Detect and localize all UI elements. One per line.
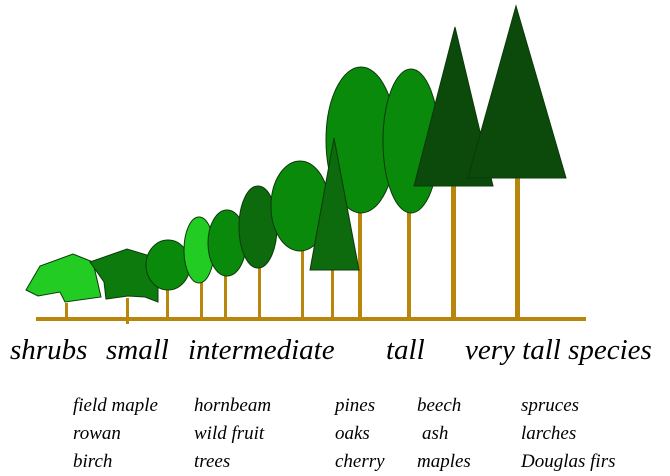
tree-4-trunk: [200, 280, 203, 318]
species-maples: maples: [417, 452, 471, 471]
tree-3-trunk: [166, 288, 169, 318]
species-larches: larches: [521, 424, 576, 443]
tree-7-trunk: [301, 248, 304, 318]
shrub-2-stem: [126, 298, 129, 324]
species-douglas-firs: Douglas firs: [521, 452, 616, 471]
category-label-small: small: [106, 336, 169, 365]
species-ash: ash: [422, 424, 448, 443]
species-oaks: oaks: [335, 424, 370, 443]
species-wild-fruit: wild fruit: [194, 424, 264, 443]
category-label-shrubs: shrubs: [10, 336, 87, 365]
species-hornbeam: hornbeam: [194, 396, 271, 415]
species-pines: pines: [335, 396, 375, 415]
species-birch: birch: [73, 452, 112, 471]
shrub-1-stem: [65, 303, 68, 318]
species-beech: beech: [417, 396, 461, 415]
tree-12-crown: [468, 6, 566, 178]
species-spruces: spruces: [521, 396, 579, 415]
species-cherry: cherry: [335, 452, 385, 471]
ground-line: [36, 317, 586, 321]
tree-11-trunk: [451, 184, 456, 318]
tree-9-trunk: [358, 205, 362, 318]
tree-5-trunk: [224, 274, 227, 318]
category-label-intermediate: intermediate: [188, 336, 335, 365]
category-label-very-tall-species: very tall species: [465, 336, 652, 365]
tree-12-trunk: [515, 176, 520, 318]
category-label-tall: tall: [386, 336, 425, 365]
species-trees: trees: [194, 452, 230, 471]
shrub-1: [26, 254, 101, 302]
species-field-maple: field maple: [73, 396, 158, 415]
tree-10-trunk: [407, 210, 411, 318]
tree-3-crown: [146, 240, 190, 290]
tree-6-trunk: [258, 265, 261, 318]
tree-8-trunk: [331, 268, 334, 318]
species-rowan: rowan: [73, 424, 121, 443]
